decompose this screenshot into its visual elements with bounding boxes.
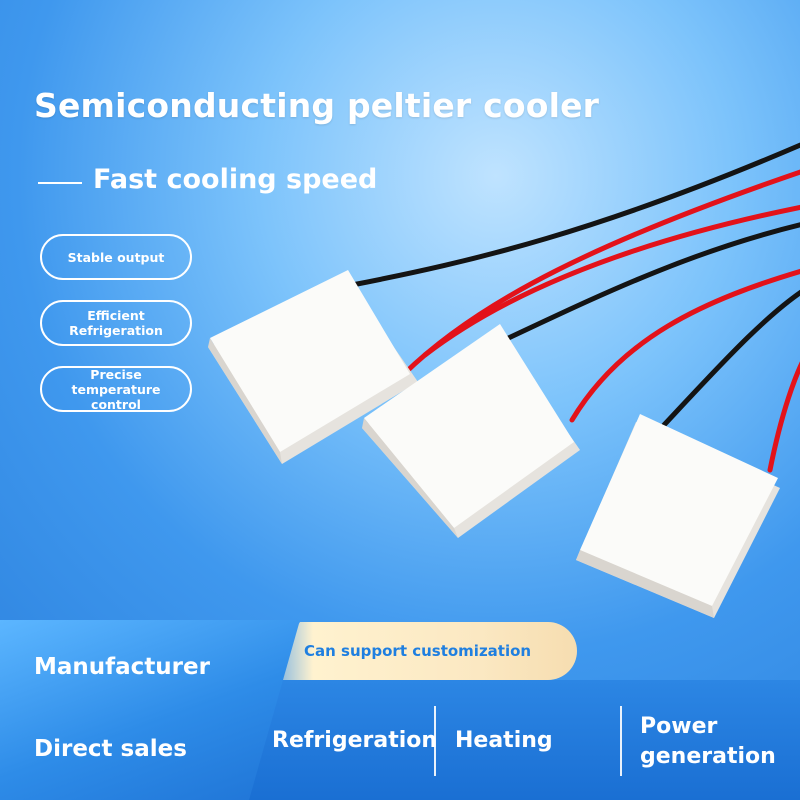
feature-pill-label: Efficient Refrigeration [69, 308, 163, 338]
feature-pill-precise-temperature: Precise temperature control [40, 366, 192, 412]
page-title: Semiconducting peltier cooler [34, 86, 600, 125]
direct-sales-text: Direct sales [34, 736, 187, 762]
feature-divider [434, 706, 436, 776]
feature-power-generation: Power generation [640, 714, 776, 769]
subtitle: Fast cooling speed [93, 164, 378, 195]
feature-refrigeration: Refrigeration [272, 728, 438, 753]
customization-text: Can support customization [304, 642, 532, 660]
wire-red-3 [569, 268, 800, 423]
peltier-module-2 [362, 324, 580, 538]
manufacturer-panel [0, 620, 300, 800]
feature-pill-label: Stable output [67, 249, 165, 265]
feature-pill-label: Precise temperature control [71, 366, 161, 412]
subtitle-dash [38, 182, 82, 184]
customization-banner [255, 622, 577, 680]
peltier-module-1 [208, 270, 418, 464]
feature-divider [620, 706, 622, 776]
wire-black-1 [349, 142, 800, 288]
wire-red-2 [422, 204, 800, 358]
feature-heating: Heating [455, 728, 553, 753]
wire-black-2 [497, 222, 800, 345]
peltier-module-3 [576, 414, 780, 618]
wire-black-3 [661, 289, 800, 428]
wire-red-4 [767, 361, 800, 473]
manufacturer-text: Manufacturer [34, 654, 210, 680]
feature-pill-stable-output: Stable output [40, 234, 192, 280]
feature-pill-efficient-refrigeration: Efficient Refrigeration [40, 300, 192, 346]
